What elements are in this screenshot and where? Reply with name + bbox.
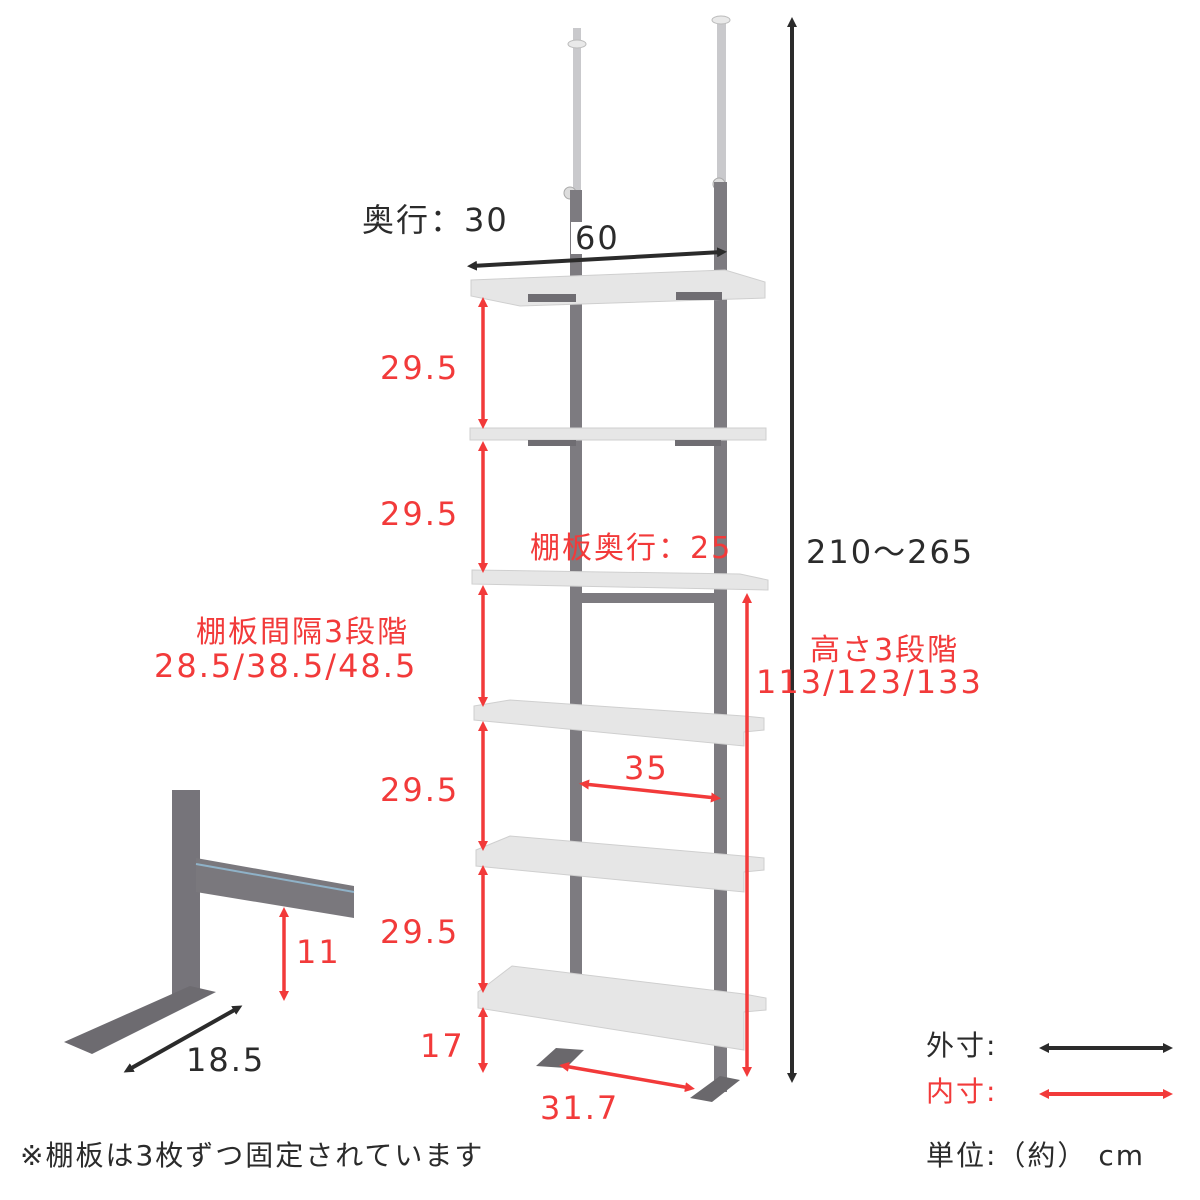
legend-outer-label: 外寸: bbox=[926, 1029, 998, 1062]
shelves bbox=[469, 269, 769, 1051]
shelf-depth-label: 棚板奥行：25 bbox=[530, 531, 733, 566]
width-arrow bbox=[467, 247, 727, 271]
shelf-gap-label-4: 29.5 bbox=[380, 771, 460, 809]
shelf-gap-label-5: 29.5 bbox=[380, 913, 460, 951]
lower-height-values: 113/123/133 bbox=[756, 663, 983, 701]
shelf-gap-label-2: 29.5 bbox=[380, 495, 460, 533]
foot-detail-inset bbox=[64, 790, 355, 1054]
shelf-gap-adjustable-title: 棚板間隔3段階 bbox=[196, 615, 410, 650]
legend-unit-label: 単位:（約） cm bbox=[926, 1139, 1146, 1172]
legend-inner-label: 内寸: bbox=[926, 1075, 998, 1108]
depth-total-label: 奥行：30 bbox=[362, 201, 509, 239]
foot-length-arrow bbox=[123, 1005, 243, 1073]
feet bbox=[536, 1048, 740, 1102]
foot-length-label: 18.5 bbox=[186, 1041, 266, 1079]
lower-height-title: 高さ3段階 bbox=[810, 633, 960, 668]
footnote: ※棚板は3枚ずつ固定されています bbox=[20, 1139, 485, 1172]
tension-poles bbox=[563, 15, 731, 200]
frame-uprights bbox=[570, 182, 727, 1092]
width-total-label: 60 bbox=[571, 222, 624, 254]
inner-width-label: 35 bbox=[624, 749, 669, 787]
shelf-gap-adjustable-values: 28.5/38.5/48.5 bbox=[154, 647, 418, 685]
bottom-clearance-label: 17 bbox=[420, 1027, 465, 1065]
inner-arrows bbox=[279, 297, 752, 1093]
foot-spacing-label: 31.7 bbox=[540, 1089, 620, 1127]
shelf-gap-label-1: 29.5 bbox=[380, 349, 460, 387]
foot-crossbar-height-label: 11 bbox=[296, 933, 341, 971]
height-total-label: 210〜265 bbox=[806, 533, 975, 571]
